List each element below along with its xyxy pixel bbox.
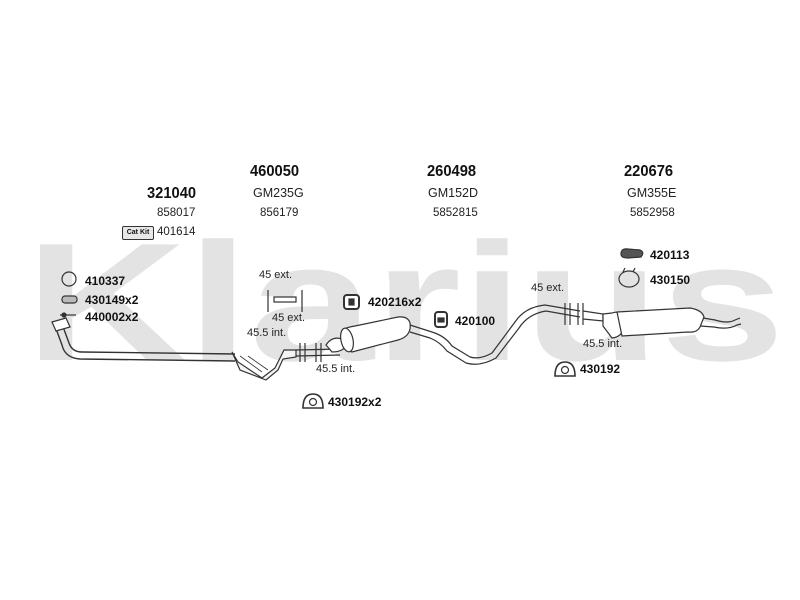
watermark: Klarius bbox=[25, 220, 785, 370]
clamp-icon-430192 bbox=[554, 361, 576, 377]
rear-silencer bbox=[582, 307, 742, 339]
rubber-mount-icon-420100 bbox=[434, 311, 448, 328]
ref-gm235g: GM235G bbox=[253, 186, 304, 200]
clamp-icon-430192x2 bbox=[302, 393, 324, 409]
fitting-420113-label: 420113 bbox=[650, 248, 690, 262]
joint-3 bbox=[564, 303, 584, 325]
middle-silencer bbox=[340, 316, 411, 353]
ring-mount-icon-430150 bbox=[618, 267, 640, 288]
cat-kit-badge: Cat Kit bbox=[122, 226, 154, 240]
oe-number-858017: 858017 bbox=[157, 207, 196, 219]
cat-kit-number: 401614 bbox=[157, 226, 196, 238]
fitting-430192-label: 430192 bbox=[580, 362, 621, 376]
hanger-icon-420216 bbox=[343, 294, 360, 310]
watermark-text: Klarius bbox=[25, 220, 785, 370]
clamp-ring-icon bbox=[61, 271, 77, 287]
fitting-410337-label: 410337 bbox=[85, 274, 126, 288]
ref-gm355e: GM355E bbox=[627, 186, 677, 200]
note-45-5-int-3: 45.5 int. bbox=[583, 338, 623, 350]
note-45-ext-2: 45 ext. bbox=[272, 312, 306, 324]
oe-number-5852958: 5852958 bbox=[630, 207, 675, 219]
fitting-420100-label: 420100 bbox=[455, 314, 496, 328]
joint-1 bbox=[267, 290, 349, 362]
note-45-ext-3: 45 ext. bbox=[531, 282, 565, 294]
part-number-321040: 321040 bbox=[147, 185, 197, 202]
fitting-430192x2-label: 430192x2 bbox=[328, 395, 382, 409]
note-45-5-int-2: 45.5 int. bbox=[316, 363, 356, 375]
fitting-440002-label: 440002x2 bbox=[85, 310, 139, 324]
oe-number-5852815: 5852815 bbox=[433, 207, 478, 219]
note-45-ext-1: 45 ext. bbox=[259, 269, 293, 281]
oe-number-856179: 856179 bbox=[260, 207, 299, 219]
part-number-220676: 220676 bbox=[624, 163, 674, 180]
part-number-260498: 260498 bbox=[427, 163, 477, 180]
part-number-460050: 460050 bbox=[250, 163, 300, 180]
front-pipe bbox=[51, 317, 236, 362]
gasket-icon bbox=[61, 295, 78, 304]
intermediate-pipe bbox=[409, 304, 581, 365]
hanger-icon-420113 bbox=[620, 248, 644, 259]
note-45-5-int-1: 45.5 int. bbox=[247, 327, 287, 339]
ref-gm152d: GM152D bbox=[428, 186, 479, 200]
fitting-420216-label: 420216x2 bbox=[368, 295, 422, 309]
catalytic-converter bbox=[231, 349, 297, 381]
fitting-430150-label: 430150 bbox=[650, 273, 691, 287]
bolt-icon bbox=[60, 312, 76, 318]
fitting-430149-label: 430149x2 bbox=[85, 293, 139, 307]
